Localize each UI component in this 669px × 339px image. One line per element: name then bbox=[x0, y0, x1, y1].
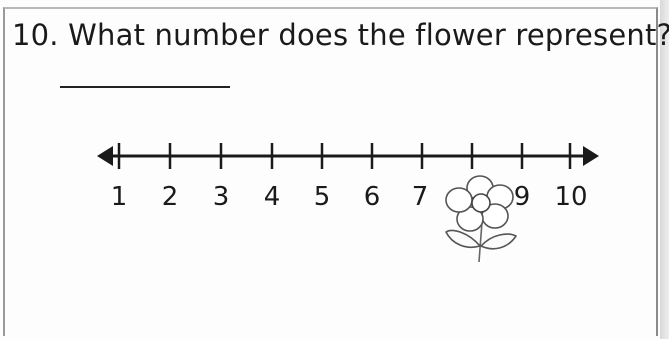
question-text: 10. What number does the flower represen… bbox=[12, 18, 669, 52]
page-edge bbox=[660, 0, 669, 339]
tick-label-9: 9 bbox=[514, 182, 531, 212]
tick-label-2: 2 bbox=[162, 182, 179, 212]
tick-label-4: 4 bbox=[264, 182, 281, 212]
tick-label-10: 10 bbox=[554, 182, 587, 212]
question-frame bbox=[3, 7, 658, 336]
tick-label-3: 3 bbox=[213, 182, 230, 212]
answer-blank[interactable] bbox=[60, 86, 230, 88]
flower-icon bbox=[445, 175, 517, 263]
tick-label-1: 1 bbox=[111, 182, 128, 212]
tick-label-7: 7 bbox=[412, 182, 429, 212]
tick-marks bbox=[117, 143, 572, 169]
right-arrow-icon bbox=[583, 146, 599, 166]
tick-label-6: 6 bbox=[364, 182, 381, 212]
left-arrow-icon bbox=[97, 146, 113, 166]
tick-label-5: 5 bbox=[314, 182, 331, 212]
